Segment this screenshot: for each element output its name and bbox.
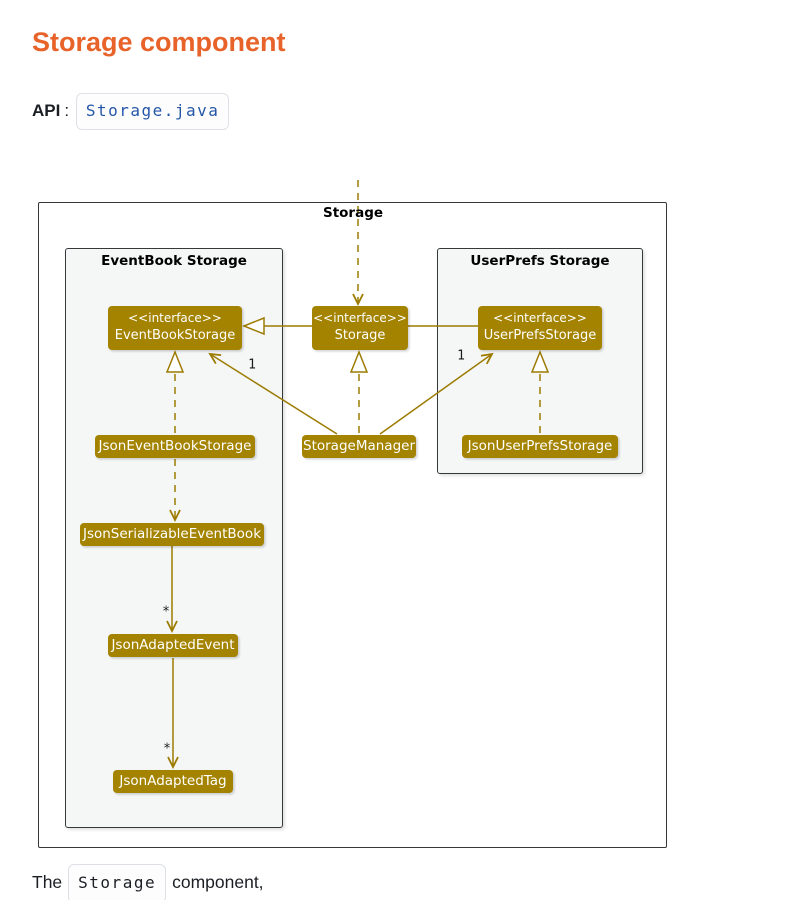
stereotype-label: <<interface>>: [313, 311, 407, 326]
node-jsonuserprefsstorage: JsonUserPrefsStorage: [462, 435, 618, 459]
node-label: UserPrefsStorage: [483, 328, 597, 344]
stereotype-label: <<interface>>: [493, 311, 587, 326]
paragraph-text: The: [32, 872, 63, 893]
storage-code-span: Storage: [68, 864, 167, 900]
node-label: Storage: [334, 328, 386, 344]
node-userprefsstorage-interface: <<interface>> UserPrefsStorage: [478, 306, 602, 351]
package-label-eventbook: EventBook Storage: [101, 253, 247, 270]
api-separator: :: [64, 101, 70, 121]
node-jsoneventbookstorage: JsonEventBookStorage: [95, 435, 255, 459]
paragraph-text: component,: [172, 872, 264, 893]
node-storage-interface: <<interface>> Storage: [312, 306, 408, 351]
node-eventbookstorage-interface: <<interface>> EventBookStorage: [108, 306, 242, 351]
api-line: API: Storage.java: [32, 93, 809, 131]
node-jsonserializableeventbook: JsonSerializableEventBook: [80, 523, 264, 547]
multiplicity-userprefs: 1: [457, 348, 465, 364]
document-page: Storage component API: Storage.java: [0, 27, 809, 900]
node-storagemanager: StorageManager: [302, 435, 416, 459]
uml-connectors: [165, 180, 550, 860]
storage-java-link[interactable]: Storage.java: [75, 93, 230, 131]
package-label-userprefs: UserPrefs Storage: [470, 253, 610, 270]
stereotype-label: <<interface>>: [128, 311, 222, 326]
api-label: API: [32, 101, 61, 121]
multiplicity-eventbook: 1: [248, 357, 256, 373]
node-label: EventBookStorage: [114, 328, 236, 344]
multiplicity-adaptedevent: *: [162, 604, 170, 620]
node-jsonadaptedtag: JsonAdaptedTag: [113, 770, 233, 794]
page-title: Storage component: [32, 27, 286, 57]
node-jsonadaptedevent: JsonAdaptedEvent: [108, 634, 238, 658]
frame-label: Storage: [322, 205, 384, 222]
storage-class-diagram: Storage EventBook Storage UserPrefs Stor…: [0, 178, 809, 860]
multiplicity-adaptedtag: *: [163, 741, 171, 757]
